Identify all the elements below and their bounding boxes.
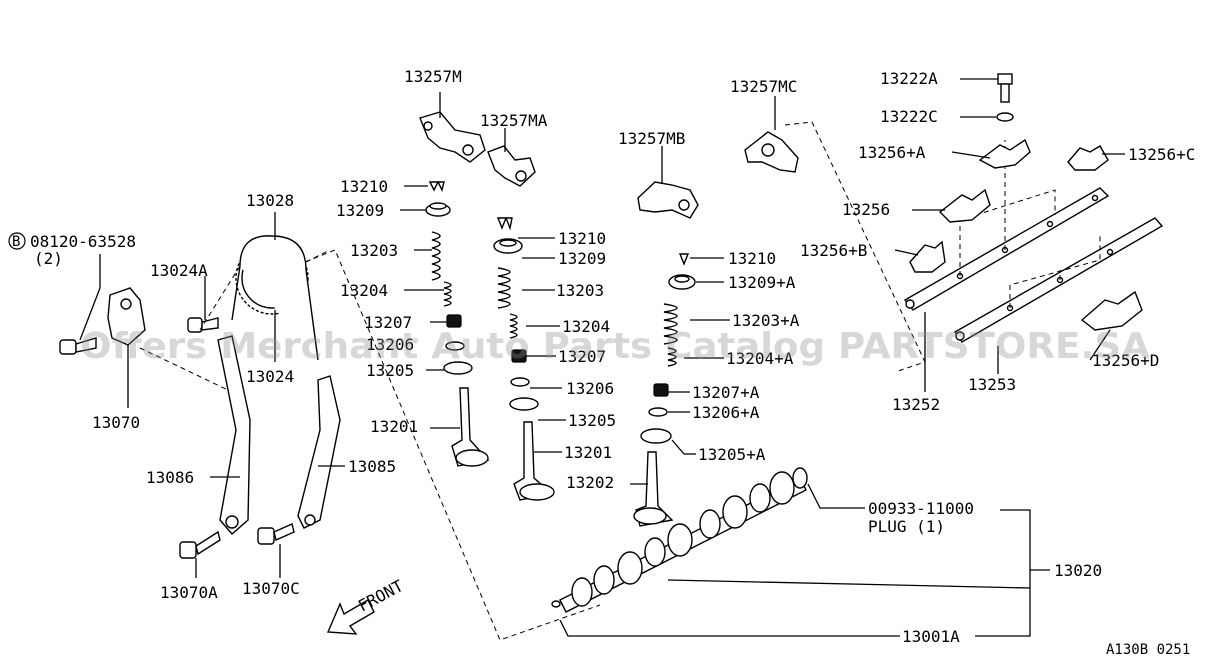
label-13024A: 13024A	[150, 261, 208, 280]
label-front: FRONT	[355, 576, 407, 616]
label-13209A: 13209+A	[728, 273, 796, 292]
label-13256C: 13256+C	[1128, 145, 1195, 164]
camshaft-13001A	[551, 471, 807, 613]
label-13256: 13256	[842, 200, 890, 219]
rocker-arm-13257MA	[487, 145, 536, 187]
chain-tensioner-guide-13085	[297, 375, 341, 529]
valve-column-2	[493, 217, 555, 501]
label-13028: 13028	[246, 191, 294, 210]
label-13257MB: 13257MB	[618, 129, 685, 148]
label-13256B: 13256+B	[800, 241, 867, 260]
bolt-13222A	[997, 73, 1013, 103]
label-13210-col1: 13210	[340, 177, 388, 196]
watermark-text: Offers Merchant Auto Parts Catalog PARTS…	[80, 326, 1150, 367]
rocker-arm-13256C	[1067, 145, 1109, 171]
label-13086: 13086	[146, 468, 194, 487]
label-13206-col2: 13206	[566, 379, 614, 398]
label-08120-63528: 08120-63528	[30, 232, 136, 251]
label-13257MC: 13257MC	[730, 77, 797, 96]
bolt-08120-63528	[59, 337, 97, 355]
label-13085: 13085	[348, 457, 396, 476]
diagram-code: A130B 0251	[1106, 642, 1190, 658]
label-13222A: 13222A	[880, 69, 938, 88]
label-13204-col2: 13204	[562, 317, 610, 336]
label-13257MA: 13257MA	[480, 111, 548, 130]
label-bolt-qty: (2)	[34, 249, 63, 268]
label-13257M: 13257M	[404, 67, 462, 86]
rocker-arm-13256	[938, 188, 991, 223]
rocker-arm-13256A	[978, 138, 1031, 169]
bolt-13070C	[257, 523, 295, 545]
label-13209-col2: 13209	[558, 249, 606, 268]
label-13207-col2: 13207	[558, 347, 606, 366]
label-13204-col1: 13204	[340, 281, 388, 300]
timing-chain-13028	[231, 235, 319, 361]
label-13203A: 13203+A	[732, 311, 800, 330]
label-13205A: 13205+A	[698, 445, 766, 464]
bolt-13070A	[179, 530, 221, 559]
label-13204A: 13204+A	[726, 349, 794, 368]
rocker-boundary-outline	[784, 121, 926, 373]
washer-13222C	[996, 112, 1014, 122]
label-13206A: 13206+A	[692, 403, 760, 422]
label-13256A: 13256+A	[858, 143, 926, 162]
label-13202: 13202	[566, 473, 614, 492]
label-00933-11000: 00933-11000	[868, 499, 974, 518]
rocker-shaft-13253	[953, 217, 1164, 343]
label-13210-col3: 13210	[728, 249, 776, 268]
label-13206-col1: 13206	[366, 335, 414, 354]
label-13252: 13252	[892, 395, 940, 414]
rocker-arm-13256B	[909, 240, 946, 273]
label-13001A: 13001A	[902, 627, 960, 646]
rocker-shaft-13252	[903, 187, 1110, 311]
chain-guide-13086	[217, 335, 251, 535]
label-13203-col2: 13203	[556, 281, 604, 300]
label-13201-col1: 13201	[370, 417, 418, 436]
tensioner-dashed-guide	[139, 249, 331, 391]
tensioner-13070	[107, 287, 146, 346]
label-13205-col2: 13205	[568, 411, 616, 430]
head-boundary-outline	[304, 249, 601, 641]
label-13024: 13024	[246, 367, 294, 386]
rocker-arm-13257MC	[744, 131, 799, 173]
front-arrow-icon	[326, 599, 375, 635]
label-13253: 13253	[968, 375, 1016, 394]
label-13020: 13020	[1054, 561, 1102, 580]
valve-column-3	[633, 253, 696, 527]
label-13070C: 13070C	[242, 579, 300, 598]
label-13256D: 13256+D	[1092, 351, 1159, 370]
label-13222C: 13222C	[880, 107, 938, 126]
label-plug: PLUG (1)	[868, 517, 945, 536]
rocker-arm-13257MB	[637, 181, 699, 219]
label-13205-col1: 13205	[366, 361, 414, 380]
label-bolt-type: B	[12, 234, 20, 250]
leader-lines	[79, 78, 1125, 637]
label-13203-col1: 13203	[350, 241, 398, 260]
label-13210-col2: 13210	[558, 229, 606, 248]
label-13209-col1: 13209	[336, 201, 384, 220]
rocker-arm-13256D	[1080, 290, 1143, 331]
label-13207A: 13207+A	[692, 383, 760, 402]
label-13070A: 13070A	[160, 583, 218, 602]
rocker-arm-13257M	[419, 111, 486, 163]
label-13207-col1: 13207	[364, 313, 412, 332]
bolt-type-b-icon	[8, 232, 26, 250]
label-13201-col2: 13201	[564, 443, 612, 462]
plug-00933-11000	[792, 467, 808, 489]
label-13070: 13070	[92, 413, 140, 432]
valve-column-1	[425, 181, 490, 467]
